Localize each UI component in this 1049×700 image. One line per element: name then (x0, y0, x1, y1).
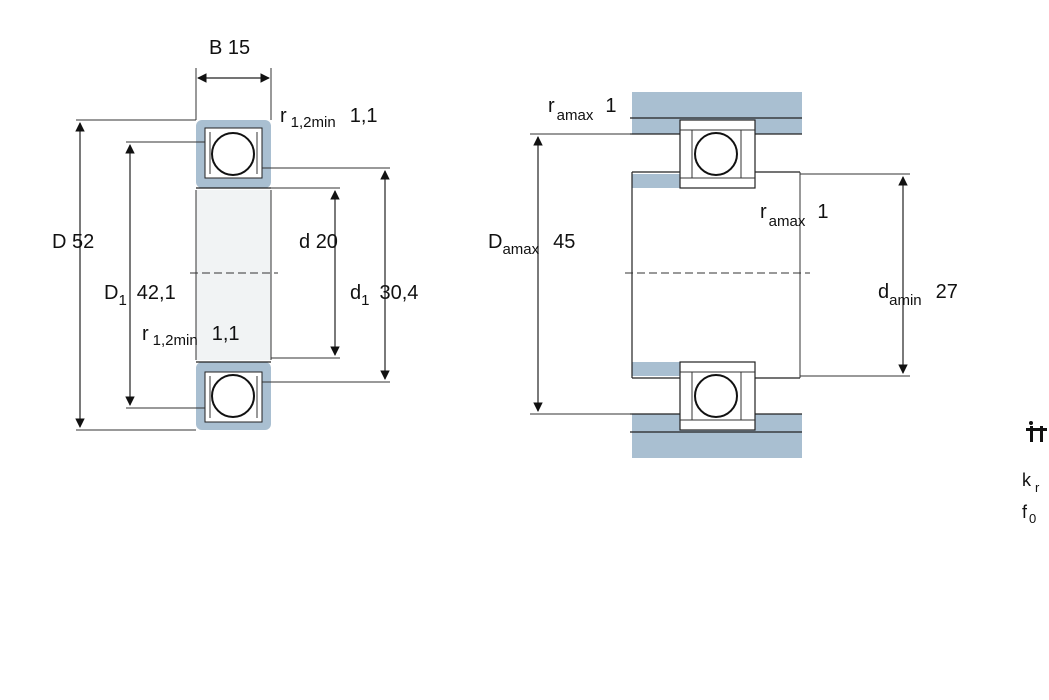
ball (211, 132, 255, 176)
ball (211, 374, 255, 418)
ball (694, 132, 738, 176)
shaft-shoulder-top (632, 174, 680, 188)
label-B: B 15 (209, 37, 250, 59)
lower-ring-section (196, 361, 271, 430)
bore-area (196, 190, 271, 360)
ball (694, 374, 738, 418)
shaft-shoulder-bottom (632, 362, 680, 376)
label-d: d 20 (299, 231, 338, 253)
label-D: D 52 (52, 231, 94, 253)
abutment-section (530, 92, 910, 458)
calculation-icon[interactable] (1026, 421, 1047, 442)
bearing-section (75, 68, 390, 431)
upper-ring-section (196, 120, 271, 189)
